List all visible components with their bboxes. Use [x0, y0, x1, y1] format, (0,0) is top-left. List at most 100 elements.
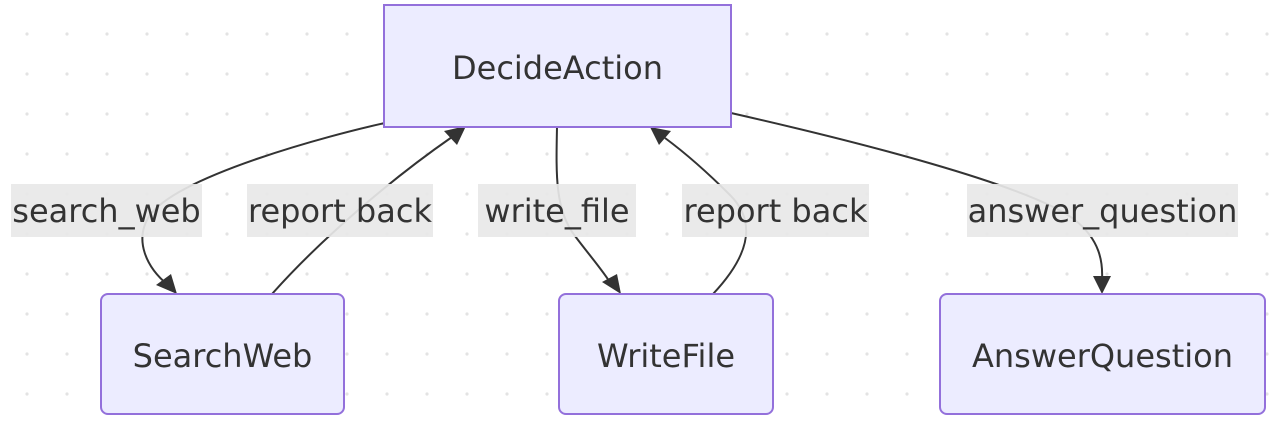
node-answer-question[interactable]: AnswerQuestion — [939, 293, 1266, 415]
background-dot — [825, 72, 829, 76]
background-dot — [1025, 152, 1029, 156]
background-dot — [345, 32, 349, 36]
background-dot — [225, 112, 229, 116]
background-dot — [385, 152, 389, 156]
background-dot — [65, 152, 69, 156]
node-box — [558, 293, 774, 415]
background-dot — [465, 272, 469, 276]
background-dot — [25, 72, 29, 76]
node-label: DecideAction — [452, 49, 663, 87]
background-dot — [705, 152, 709, 156]
background-dot — [225, 32, 229, 36]
node-decide-action[interactable]: DecideAction — [383, 4, 732, 128]
edge-label-answer-question: answer_question — [967, 184, 1238, 237]
background-dot — [345, 392, 349, 396]
background-dot — [105, 72, 109, 76]
background-dot — [1105, 112, 1109, 116]
background-dot — [905, 152, 909, 156]
background-dot — [625, 272, 629, 276]
background-dot — [985, 32, 989, 36]
background-dot — [225, 152, 229, 156]
background-dot — [1065, 152, 1069, 156]
node-write-file[interactable]: WriteFile — [558, 293, 774, 415]
edge-label-background — [478, 184, 636, 237]
background-dot — [105, 152, 109, 156]
background-dot — [25, 352, 29, 356]
background-dot — [1265, 312, 1269, 316]
background-dot — [185, 72, 189, 76]
background-dot — [305, 152, 309, 156]
arrowhead-decide-right — [650, 127, 671, 145]
background-dot — [145, 112, 149, 116]
background-dot — [465, 152, 469, 156]
background-dot — [465, 232, 469, 236]
background-dot — [1145, 112, 1149, 116]
background-dot — [665, 192, 669, 196]
background-dot — [865, 72, 869, 76]
background-dot — [745, 112, 749, 116]
background-dot — [1225, 32, 1229, 36]
background-dot — [425, 352, 429, 356]
edge-label-text: report back — [684, 192, 868, 230]
edge-label-search-web: search_web — [11, 184, 202, 237]
background-dot — [745, 152, 749, 156]
background-dot — [825, 312, 829, 316]
background-dot — [905, 392, 909, 396]
arrowhead-answerquestion — [1093, 276, 1111, 294]
background-dot — [1065, 112, 1069, 116]
background-dot — [745, 32, 749, 36]
edge-label-text: report back — [248, 192, 432, 230]
background-dot — [425, 392, 429, 396]
background-dot — [945, 272, 949, 276]
background-dot — [25, 312, 29, 316]
background-dot — [905, 312, 909, 316]
background-dot — [145, 152, 149, 156]
background-dot — [1185, 32, 1189, 36]
background-dot — [625, 152, 629, 156]
background-dot — [345, 272, 349, 276]
background-dot — [785, 152, 789, 156]
edge-label-text: answer_question — [968, 192, 1238, 230]
background-dot — [1145, 152, 1149, 156]
edge-label-background — [682, 184, 869, 237]
background-dot — [225, 72, 229, 76]
background-dot — [1185, 112, 1189, 116]
background-dot — [65, 392, 69, 396]
edge-label-background — [11, 184, 202, 237]
background-dot — [1025, 72, 1029, 76]
background-dot — [345, 312, 349, 316]
background-dot — [785, 392, 789, 396]
background-dot — [1105, 272, 1109, 276]
background-dot — [25, 32, 29, 36]
background-dot — [185, 272, 189, 276]
background-dot — [905, 192, 909, 196]
background-dot — [385, 312, 389, 316]
background-dot — [505, 152, 509, 156]
background-dot — [1265, 32, 1269, 36]
background-dot — [865, 392, 869, 396]
background-dot — [1105, 152, 1109, 156]
background-dot — [1105, 32, 1109, 36]
background-dot — [465, 352, 469, 356]
background-dot — [145, 272, 149, 276]
background-dot — [945, 152, 949, 156]
background-dot — [1065, 72, 1069, 76]
background-dot — [985, 152, 989, 156]
background-dot — [785, 272, 789, 276]
background-dot — [185, 112, 189, 116]
background-dot — [305, 72, 309, 76]
node-search-web[interactable]: SearchWeb — [100, 293, 345, 415]
background-dot — [985, 272, 989, 276]
background-dot — [385, 352, 389, 356]
background-dot — [785, 72, 789, 76]
background-dot — [265, 272, 269, 276]
background-dot — [865, 152, 869, 156]
background-dot — [305, 272, 309, 276]
background-dot — [225, 232, 229, 236]
edge-label-report-back-search: report back — [247, 184, 433, 237]
background-dot — [1025, 32, 1029, 36]
edge-label-background — [247, 184, 433, 237]
background-dot — [785, 112, 789, 116]
background-dot — [345, 352, 349, 356]
